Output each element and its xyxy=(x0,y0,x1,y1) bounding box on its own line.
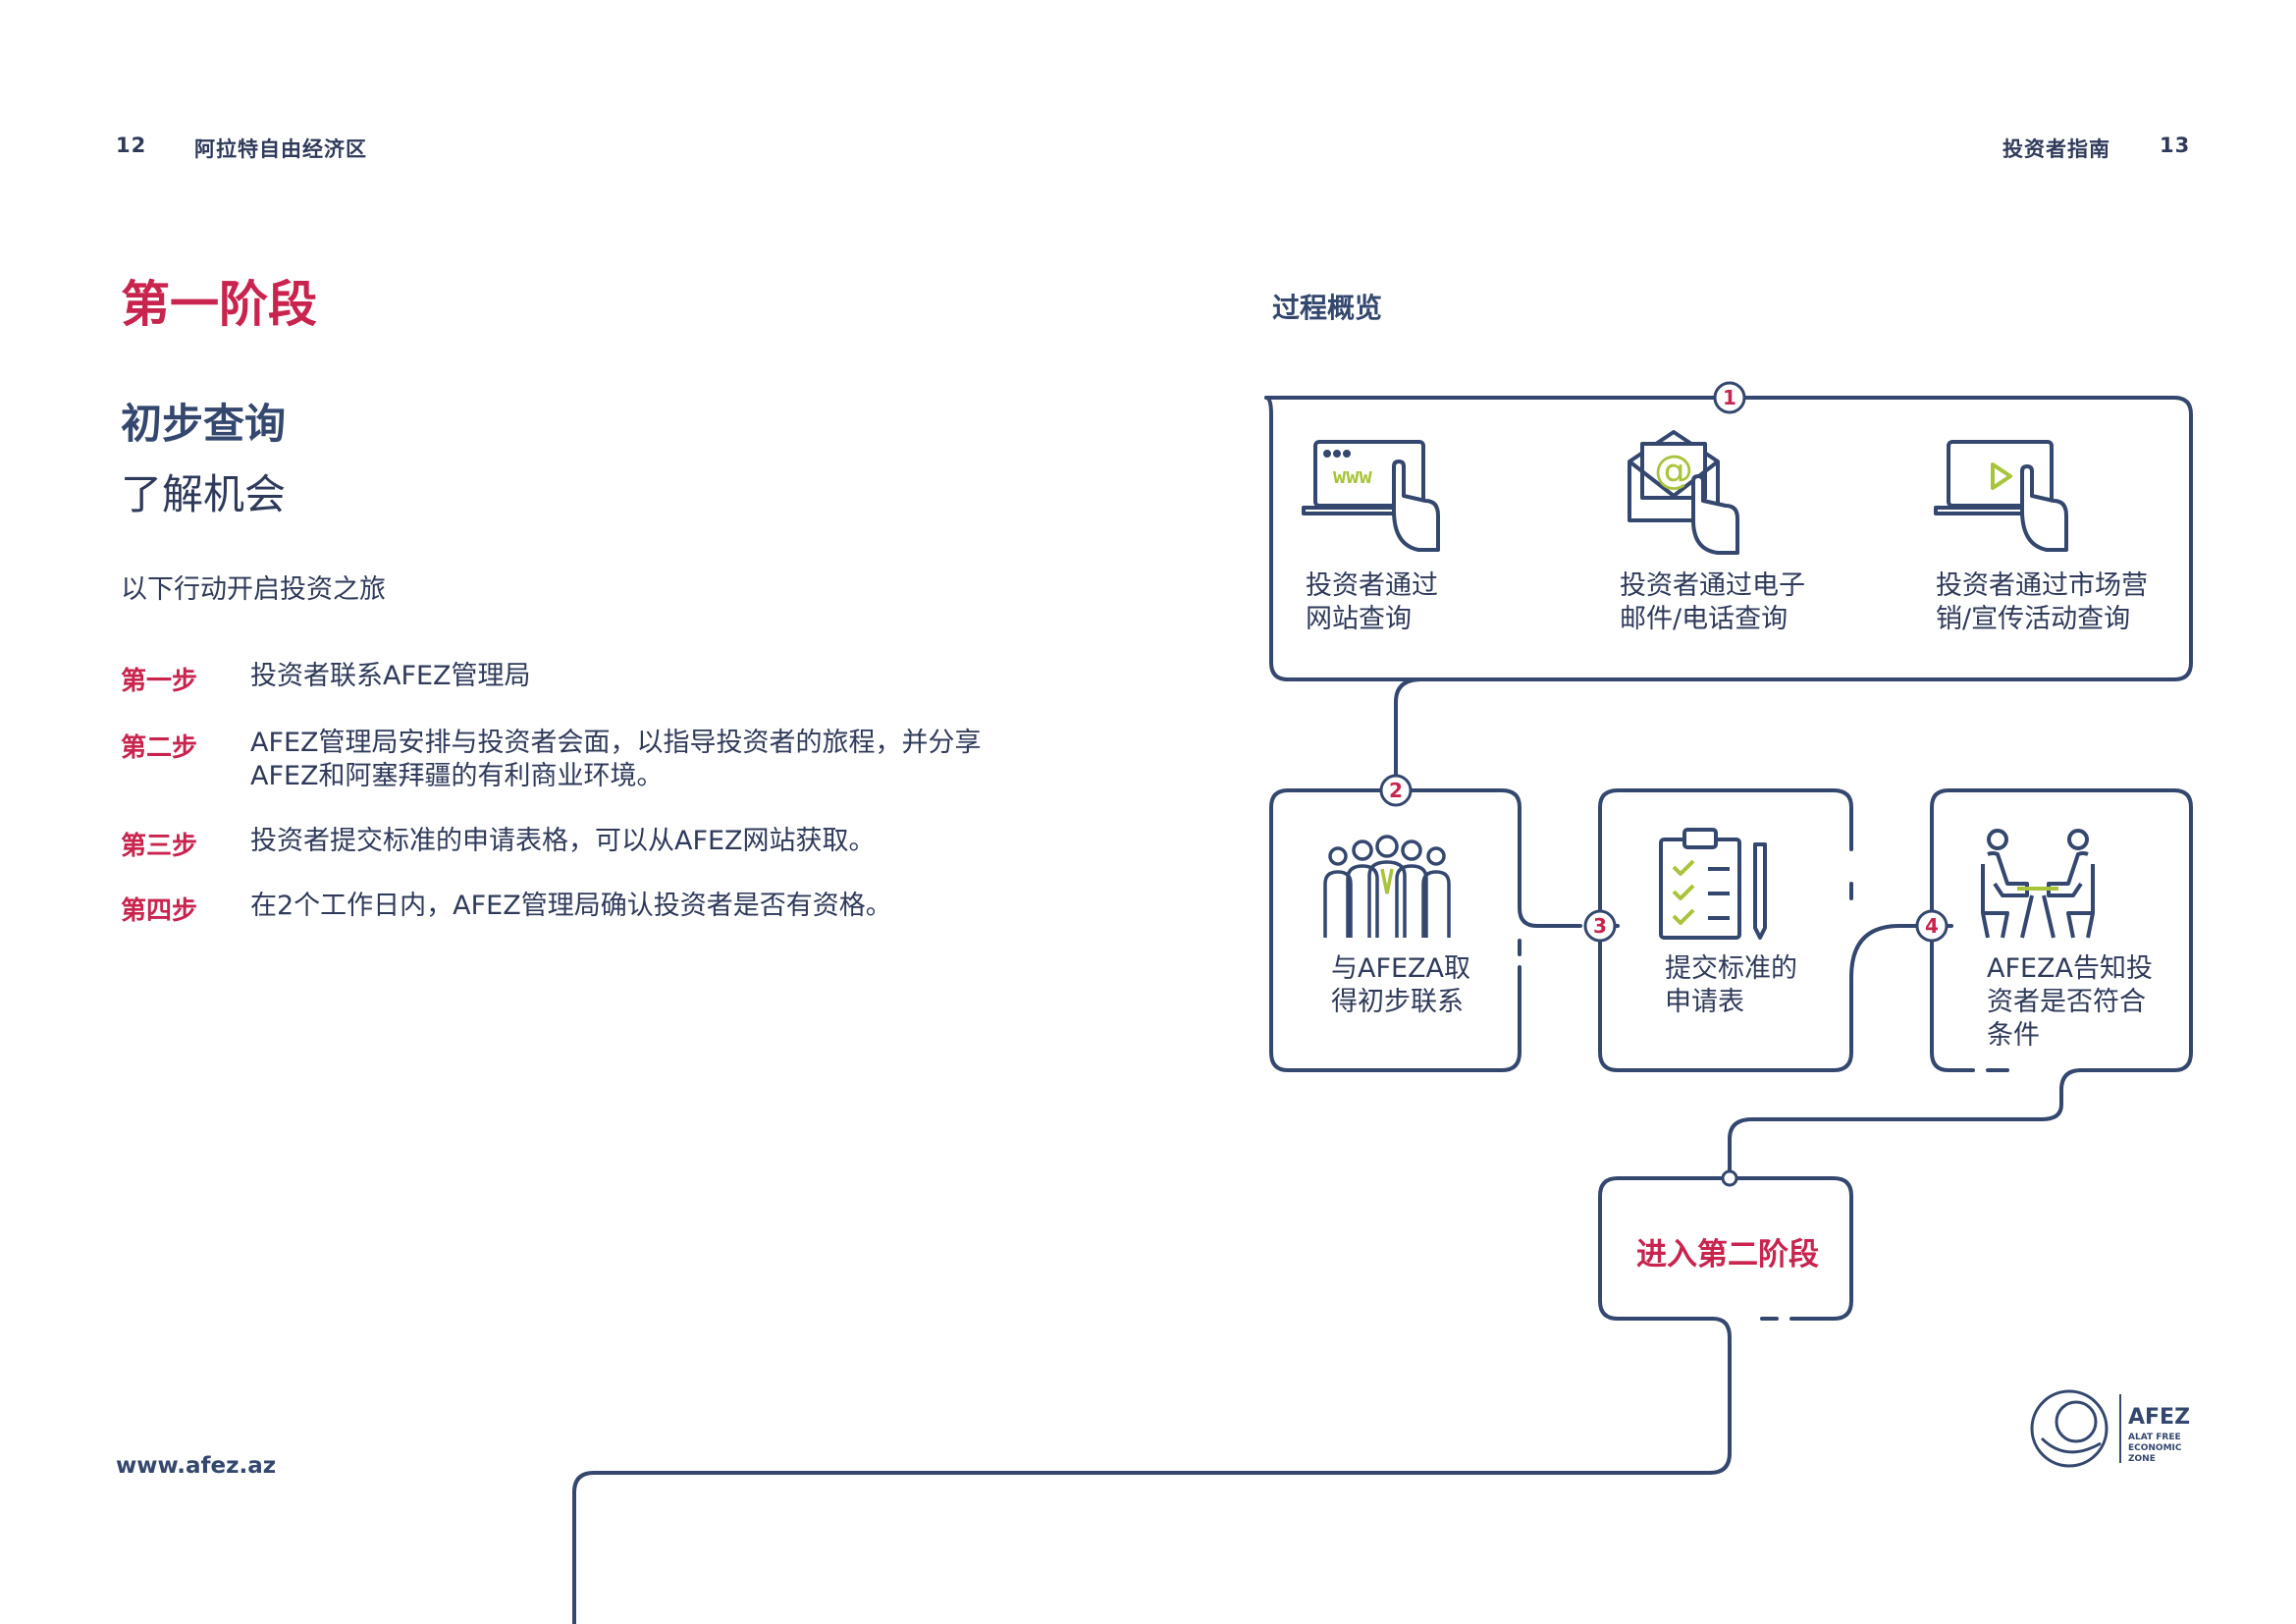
step-label: 第四步 xyxy=(121,896,198,926)
afez-logo xyxy=(2030,1389,2121,1468)
group-people-icon xyxy=(1323,835,1451,938)
stage2-text: 与AFEZA取 得初步联系 xyxy=(1331,952,1470,1019)
phase-title: 第一阶段 xyxy=(121,276,317,333)
document-title-left: 阿拉特自由经济区 xyxy=(194,137,367,161)
stage1-box xyxy=(1264,396,2193,681)
section-subtitle: 了解机会 xyxy=(121,470,287,518)
stage-badges: 1 2 3 4 xyxy=(1379,381,1949,1187)
stage3-text: 提交标准的 申请表 xyxy=(1665,952,1797,1019)
logo-line2: ECONOMIC xyxy=(2128,1443,2182,1453)
connector-dot xyxy=(1721,1169,1738,1187)
card-line: 资者是否符合 xyxy=(1987,987,2146,1017)
step-text: AFEZ管理局安排与投资者会面，以指导投资者的旅程，并分享AFEZ和阿塞拜疆的有… xyxy=(250,728,982,791)
badge-2 xyxy=(1379,774,1413,807)
overview-title: 过程概览 xyxy=(1272,292,1383,324)
stage1-item-email: 投资者通过电子 邮件/电话查询 xyxy=(1620,569,1805,636)
badge-4-number: 4 xyxy=(1925,914,1939,938)
step-text: 在2个工作日内，AFEZ管理局确认投资者是否有资格。 xyxy=(250,891,892,921)
card-line: 得初步联系 xyxy=(1331,987,1464,1017)
website-laptop-icon xyxy=(1302,440,1440,552)
clipboard-checklist-icon xyxy=(1659,828,1767,940)
badge-1-number: 1 xyxy=(1723,386,1736,409)
card-line: 申请表 xyxy=(1665,987,1744,1017)
logo-line3: ZONE xyxy=(2128,1454,2156,1464)
page-number-left: 12 xyxy=(116,134,147,157)
logo-line1: ALAT FREE xyxy=(2128,1433,2181,1442)
www-icon-text: www xyxy=(1333,464,1372,489)
badge-2-number: 2 xyxy=(1389,779,1403,802)
card-line: 投资者通过电子 xyxy=(1620,570,1805,601)
badge-3-number: 3 xyxy=(1593,914,1607,938)
step-label: 第二步 xyxy=(121,733,198,763)
card-line: 与AFEZA取 xyxy=(1331,953,1471,984)
card-line: 邮件/电话查询 xyxy=(1620,604,1789,634)
section-title: 初步查询 xyxy=(121,400,287,448)
card-line: 投资者通过市场营 xyxy=(1936,570,2148,601)
document-title-right: 投资者指南 xyxy=(2002,137,2110,161)
meeting-table-icon xyxy=(1981,829,2095,939)
step-text: 投资者提交标准的申请表格，可以从AFEZ网站获取。 xyxy=(250,826,876,856)
logo-name: AFEZ xyxy=(2128,1405,2190,1430)
card-line: 提交标准的 xyxy=(1665,953,1797,984)
step-label: 第一步 xyxy=(121,667,198,696)
card-line: 网站查询 xyxy=(1306,604,1412,634)
video-laptop-icon xyxy=(1934,440,2068,552)
page-number-right: 13 xyxy=(2160,134,2191,157)
step-text: 投资者联系AFEZ管理局 xyxy=(250,661,531,691)
website-link[interactable]: www.afez.az xyxy=(116,1453,277,1479)
stage4-text: AFEZA告知投 资者是否符合 条件 xyxy=(1987,952,2153,1053)
at-icon-text: @ xyxy=(1654,448,1693,493)
stage1-item-website: 投资者通过 网站查询 xyxy=(1306,569,1438,636)
card-line: 销/宣传活动查询 xyxy=(1936,604,2131,634)
card-line: 投资者通过 xyxy=(1306,570,1438,601)
next-phase-label[interactable]: 进入第二阶段 xyxy=(1636,1237,1819,1272)
card-line: AFEZA告知投 xyxy=(1987,953,2154,984)
step-label: 第三步 xyxy=(121,832,198,861)
card-line: 条件 xyxy=(1987,1020,2040,1051)
badge-1 xyxy=(1713,381,1746,414)
badge-3 xyxy=(1583,909,1617,943)
stage1-item-marketing: 投资者通过市场营 销/宣传活动查询 xyxy=(1936,569,2148,636)
email-envelope-icon xyxy=(1628,430,1739,555)
intro-text: 以下行动开启投资之旅 xyxy=(121,574,386,605)
badge-4 xyxy=(1915,909,1949,943)
